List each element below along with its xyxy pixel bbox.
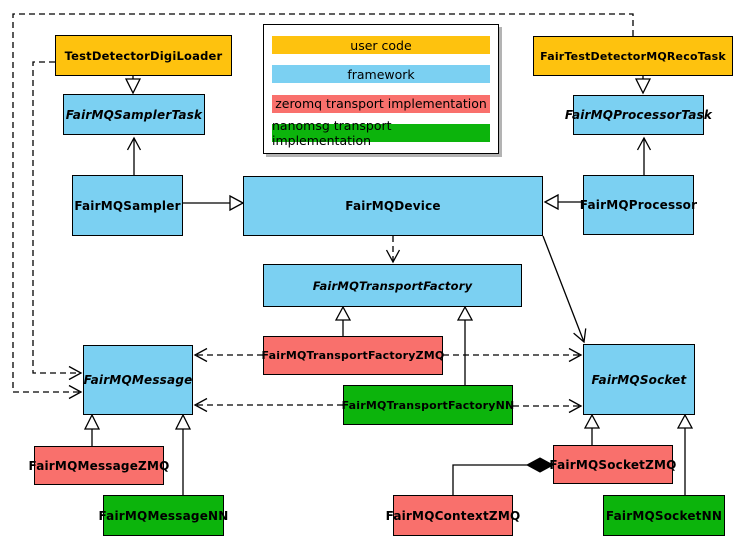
class-box-fairmqmessage: FairMQMessage [83, 345, 193, 415]
class-box-fairmqtransportfactory: FairMQTransportFactory [263, 264, 522, 307]
edge-digiloader-to-samplertask-inheritance [124, 76, 142, 95]
edge-messagenn-to-message-inheritance [174, 413, 192, 495]
edge-socketzmq-to-socket-inheritance [583, 413, 601, 445]
edge-socketzmq-contextzmq-composition [452, 457, 555, 495]
class-box-fairmqtransportfactorynn: FairMQTransportFactoryNN [342, 385, 514, 425]
edge-device-to-socket-association [542, 235, 587, 344]
class-box-fairmqprocessortask: FairMQProcessorTask [565, 95, 712, 135]
edge-recotask-to-processortask-inheritance [634, 76, 652, 95]
class-box-fairmqmessagenn: FairMQMessageNN [98, 495, 228, 536]
class-box-fairmqdevice: FairMQDevice [243, 176, 543, 236]
edge-messagezmq-to-message-inheritance [83, 413, 101, 446]
class-box-fairmqmessagezmq: FairMQMessageZMQ [29, 446, 169, 485]
legend-framework: framework [272, 65, 490, 84]
class-box-fairmqsampler: FairMQSampler [72, 175, 183, 236]
class-box-testdetectordigiloader: TestDetectorDigiLoader [55, 35, 232, 76]
class-box-fairmqsocketzmq: FairMQSocketZMQ [549, 445, 676, 484]
legend: user code framework zeromq transport imp… [263, 24, 499, 154]
legend-zeromq-transport: zeromq transport implementation [272, 94, 490, 113]
class-box-fairmqsamplertask: FairMQSamplerTask [63, 94, 205, 135]
class-box-fairmqprocessor: FairMQProcessor [580, 175, 697, 235]
edge-sampler-to-device-inheritance [183, 194, 245, 212]
class-box-fairmqsocketnn: FairMQSocketNN [603, 495, 725, 536]
class-box-fairmqcontextzmq: FairMQContextZMQ [386, 495, 520, 536]
class-box-fairtestdetectormqrecotask: FairTestDetectorMQRecoTask [533, 36, 733, 76]
edge-processor-to-device-inheritance [543, 193, 583, 211]
class-box-fairmqsocket: FairMQSocket [583, 344, 695, 415]
edge-socketnn-to-socket-inheritance [676, 413, 694, 495]
legend-user-code: user code [272, 36, 490, 55]
edge-factoryzmq-to-transportfactory-inheritance [334, 305, 352, 336]
edge-factorynn-to-transportfactory-inheritance [456, 305, 474, 385]
class-box-fairmqtransportfactoryzmq: FairMQTransportFactoryZMQ [262, 336, 444, 375]
legend-nanomsg-transport: nanomsg transport implementation [272, 118, 490, 148]
